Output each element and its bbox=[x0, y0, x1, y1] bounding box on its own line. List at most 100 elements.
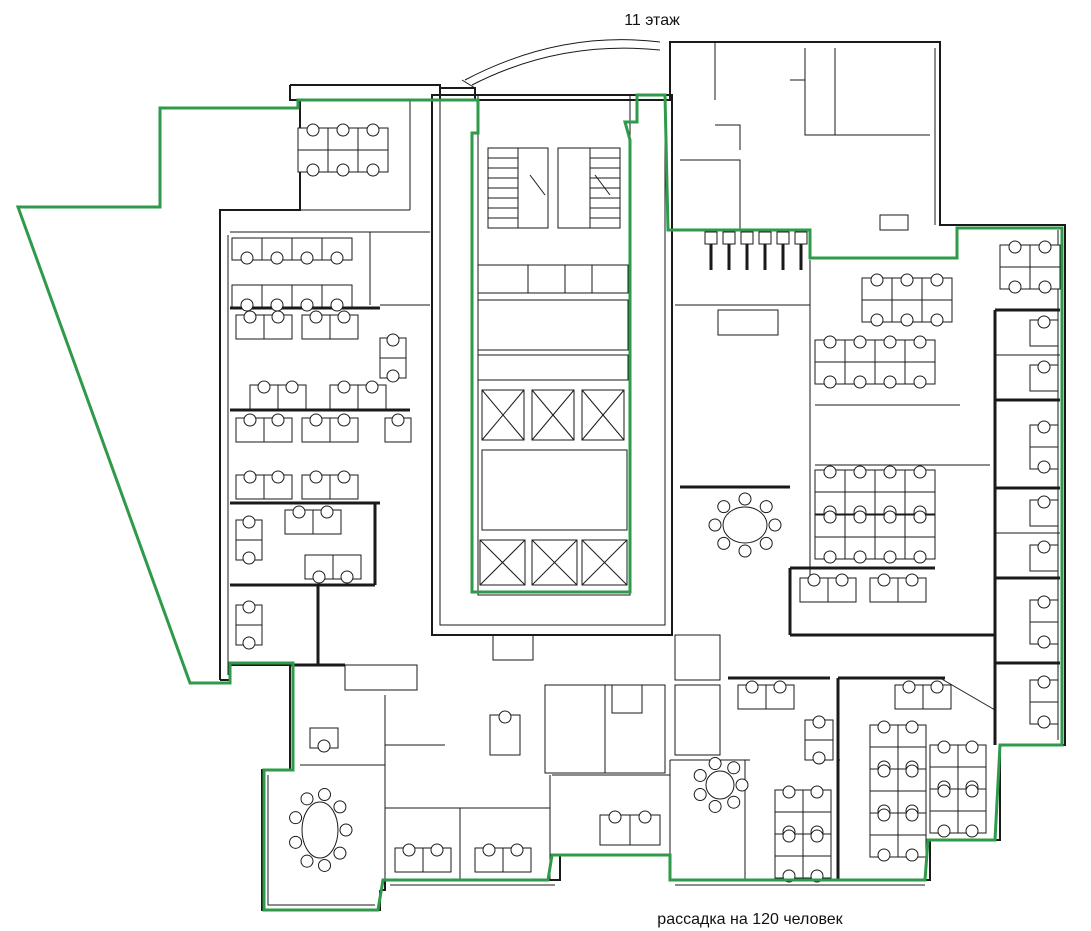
chair bbox=[289, 811, 303, 825]
desk-cluster bbox=[394, 843, 452, 873]
chair bbox=[366, 163, 380, 177]
chair bbox=[735, 778, 749, 792]
chair bbox=[965, 784, 979, 798]
chair bbox=[510, 843, 524, 857]
desk-cluster bbox=[489, 710, 521, 756]
chair bbox=[913, 550, 927, 564]
meeting-table bbox=[289, 788, 353, 872]
desk-cluster bbox=[1029, 420, 1059, 474]
chair bbox=[965, 824, 979, 838]
desk-cluster bbox=[249, 380, 307, 410]
staircase-left bbox=[487, 147, 549, 229]
chair bbox=[900, 273, 914, 287]
desk-cluster bbox=[301, 413, 359, 443]
chair bbox=[1038, 240, 1052, 254]
chair bbox=[905, 808, 919, 822]
chair bbox=[810, 829, 824, 843]
chair bbox=[1037, 595, 1051, 609]
chair bbox=[853, 510, 867, 524]
chair bbox=[717, 500, 731, 514]
desk-cluster bbox=[301, 470, 359, 500]
chair bbox=[300, 792, 314, 806]
desk-cluster bbox=[379, 333, 407, 383]
interior-walls bbox=[230, 42, 1060, 880]
chair bbox=[257, 380, 271, 394]
chair bbox=[271, 413, 285, 427]
desk-cluster bbox=[869, 720, 927, 862]
desk-cluster bbox=[235, 310, 293, 340]
chair bbox=[242, 636, 256, 650]
chair bbox=[693, 788, 707, 802]
chair bbox=[738, 492, 752, 506]
desk-cluster bbox=[814, 335, 936, 389]
chair bbox=[773, 680, 787, 694]
desk-cluster bbox=[929, 740, 987, 838]
desk-cluster bbox=[309, 727, 339, 753]
desk-cluster bbox=[235, 413, 293, 443]
chair bbox=[242, 515, 256, 529]
meeting-table bbox=[708, 492, 782, 558]
meeting-table bbox=[693, 757, 749, 813]
chair bbox=[337, 380, 351, 394]
chair bbox=[870, 313, 884, 327]
chair bbox=[727, 795, 741, 809]
chair bbox=[240, 298, 254, 312]
chair bbox=[336, 163, 350, 177]
chair bbox=[913, 465, 927, 479]
chair bbox=[738, 544, 752, 558]
chair bbox=[877, 573, 891, 587]
chair bbox=[877, 848, 891, 862]
desk-cluster bbox=[297, 123, 389, 177]
chair bbox=[812, 751, 826, 765]
chair bbox=[853, 335, 867, 349]
chair bbox=[913, 510, 927, 524]
chair bbox=[300, 298, 314, 312]
chair bbox=[905, 573, 919, 587]
chair bbox=[271, 310, 285, 324]
chair bbox=[823, 375, 837, 389]
chair bbox=[810, 785, 824, 799]
central-core bbox=[431, 94, 673, 636]
desk-cluster bbox=[329, 380, 387, 410]
chair bbox=[300, 854, 314, 868]
desk-cluster bbox=[304, 554, 362, 584]
chair bbox=[823, 510, 837, 524]
chair bbox=[243, 470, 257, 484]
staircase-right bbox=[557, 147, 621, 229]
chair bbox=[270, 251, 284, 265]
toilet-stall bbox=[704, 231, 718, 245]
zone-outline-west bbox=[15, 93, 1064, 912]
table bbox=[705, 770, 735, 800]
chair bbox=[883, 465, 897, 479]
table bbox=[722, 506, 768, 544]
chair bbox=[386, 333, 400, 347]
chair bbox=[333, 800, 347, 814]
chair bbox=[1038, 280, 1052, 294]
table bbox=[301, 801, 339, 859]
chair bbox=[717, 536, 731, 550]
chair bbox=[759, 536, 773, 550]
chair bbox=[309, 310, 323, 324]
toilet-stall bbox=[740, 231, 754, 245]
chair bbox=[853, 550, 867, 564]
chair bbox=[243, 413, 257, 427]
chair bbox=[306, 123, 320, 137]
chair bbox=[835, 573, 849, 587]
chair bbox=[300, 251, 314, 265]
chair bbox=[1037, 715, 1051, 729]
chair bbox=[930, 680, 944, 694]
chair bbox=[745, 680, 759, 694]
floor-label: 11 этаж bbox=[624, 12, 680, 29]
chair bbox=[1037, 420, 1051, 434]
desk-cluster bbox=[284, 505, 342, 535]
seating-zone bbox=[15, 93, 1064, 912]
chair bbox=[292, 505, 306, 519]
chair bbox=[309, 470, 323, 484]
desk-cluster bbox=[301, 310, 359, 340]
chair bbox=[242, 600, 256, 614]
chair bbox=[965, 740, 979, 754]
chair bbox=[900, 313, 914, 327]
chair bbox=[365, 380, 379, 394]
chair bbox=[309, 413, 323, 427]
desk-cluster bbox=[804, 715, 834, 765]
